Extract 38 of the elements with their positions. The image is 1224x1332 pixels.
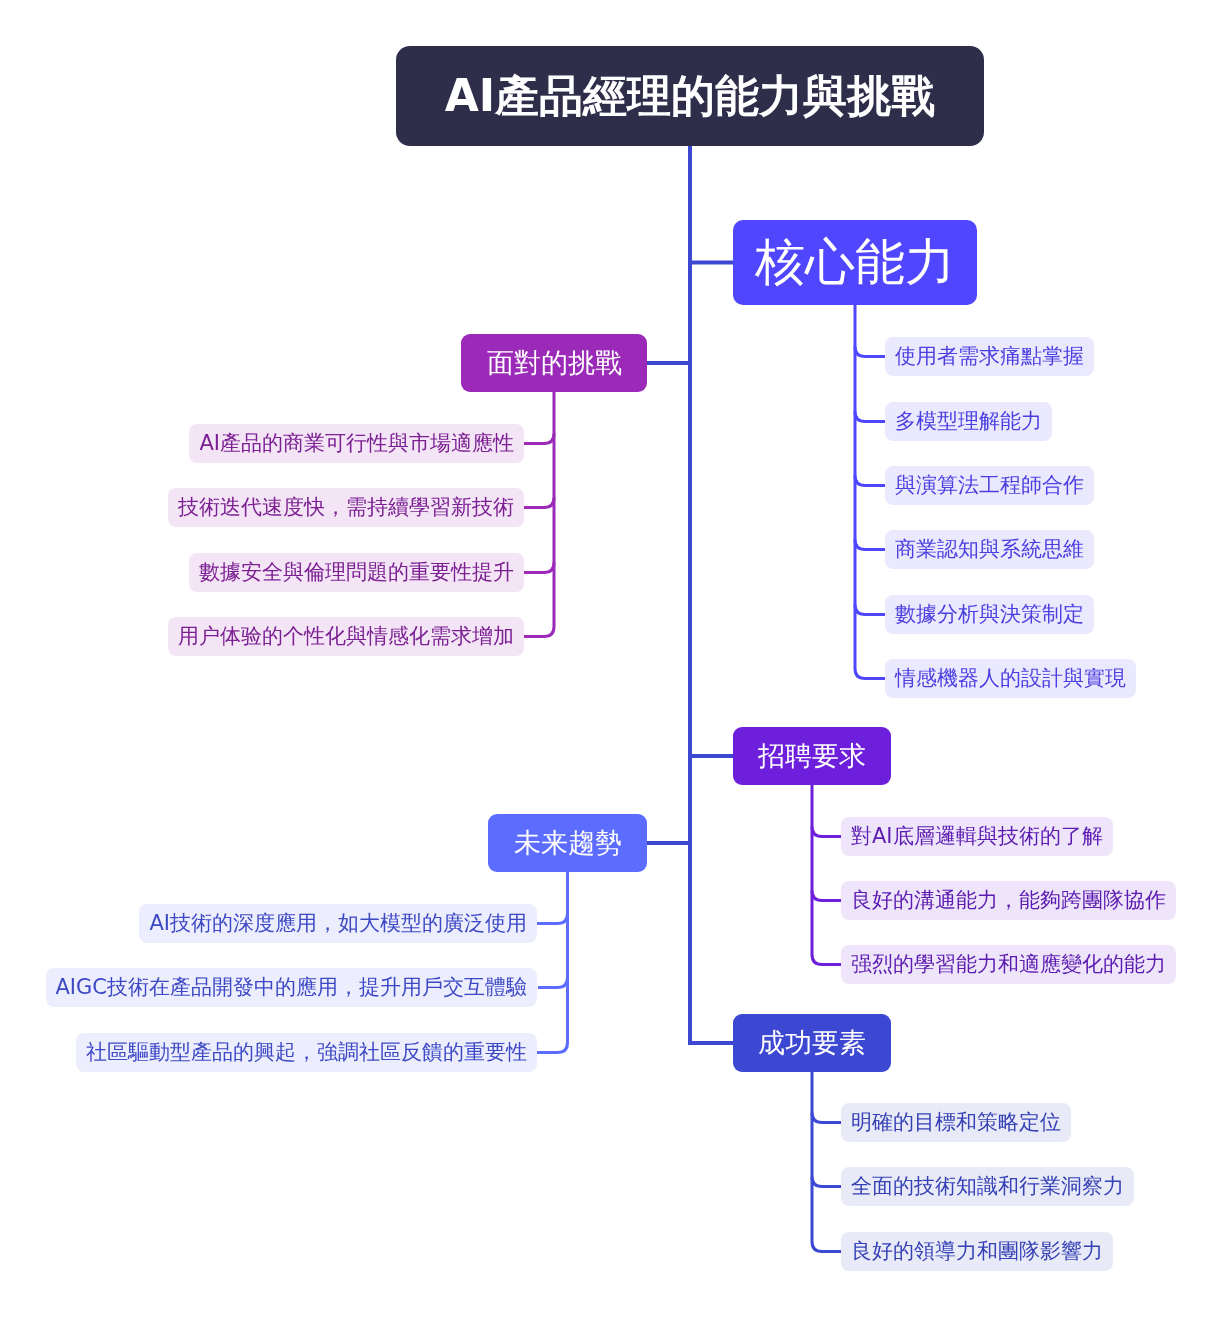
connector-line	[524, 392, 556, 638]
connector-line	[692, 260, 733, 265]
connector-line	[692, 754, 733, 758]
connector-line	[537, 872, 569, 1054]
subtopic-box: 用户体验的个性化與情感化需求增加	[168, 617, 524, 656]
connector-line	[524, 433, 556, 445]
connector-line	[810, 1072, 841, 1253]
subtopic-box: 全面的技術知識和行業洞察力	[841, 1167, 1134, 1206]
connector-line	[647, 361, 688, 365]
subtopic-box: 多模型理解能力	[885, 402, 1052, 441]
subtopic-box: AIGC技術在產品開發中的應用，提升用戶交互體驗	[45, 968, 537, 1007]
topic-box: 未来趨勢	[488, 814, 647, 872]
subtopic-box: 良好的領導力和團隊影響力	[841, 1232, 1113, 1271]
subtopic-box: 與演算法工程師合作	[885, 466, 1094, 505]
topic-box: 成功要素	[733, 1014, 891, 1072]
title-box: AI產品經理的能力與挑戰	[396, 46, 984, 146]
connector-line	[524, 562, 556, 574]
subtopic-box: 社區驅動型產品的興起，強調社區反饋的重要性	[76, 1033, 537, 1072]
subtopic-box: AI技術的深度應用，如大模型的廣泛使用	[139, 904, 537, 943]
connector-line	[810, 785, 841, 966]
topic-box: 核心能力	[733, 220, 977, 305]
subtopic-box: 明確的目標和策略定位	[841, 1103, 1071, 1142]
subtopic-box: 數據安全與倫理問題的重要性提升	[189, 553, 524, 592]
subtopic-box: AI產品的商業可行性與市場適應性	[189, 424, 524, 463]
subtopic-box: 情感機器人的設計與實現	[885, 659, 1136, 698]
subtopic-box: 數據分析與決策制定	[885, 595, 1094, 634]
topic-box: 招聘要求	[733, 727, 891, 785]
subtopic-box: 强烈的學習能力和適應變化的能力	[841, 945, 1176, 984]
subtopic-box: 對AI底層邏輯與技術的了解	[841, 817, 1113, 856]
subtopic-box: 良好的溝通能力，能夠跨團隊協作	[841, 881, 1176, 920]
connector-line	[853, 305, 885, 680]
topic-box: 面對的挑戰	[461, 334, 647, 392]
connector-line	[688, 146, 733, 1045]
connector-line	[524, 497, 556, 509]
subtopic-box: 商業認知與系統思維	[885, 530, 1094, 569]
connector-line	[647, 841, 688, 845]
subtopic-box: 使用者需求痛點掌握	[885, 337, 1094, 376]
subtopic-box: 技術迭代速度快，需持續學習新技術	[168, 488, 524, 527]
